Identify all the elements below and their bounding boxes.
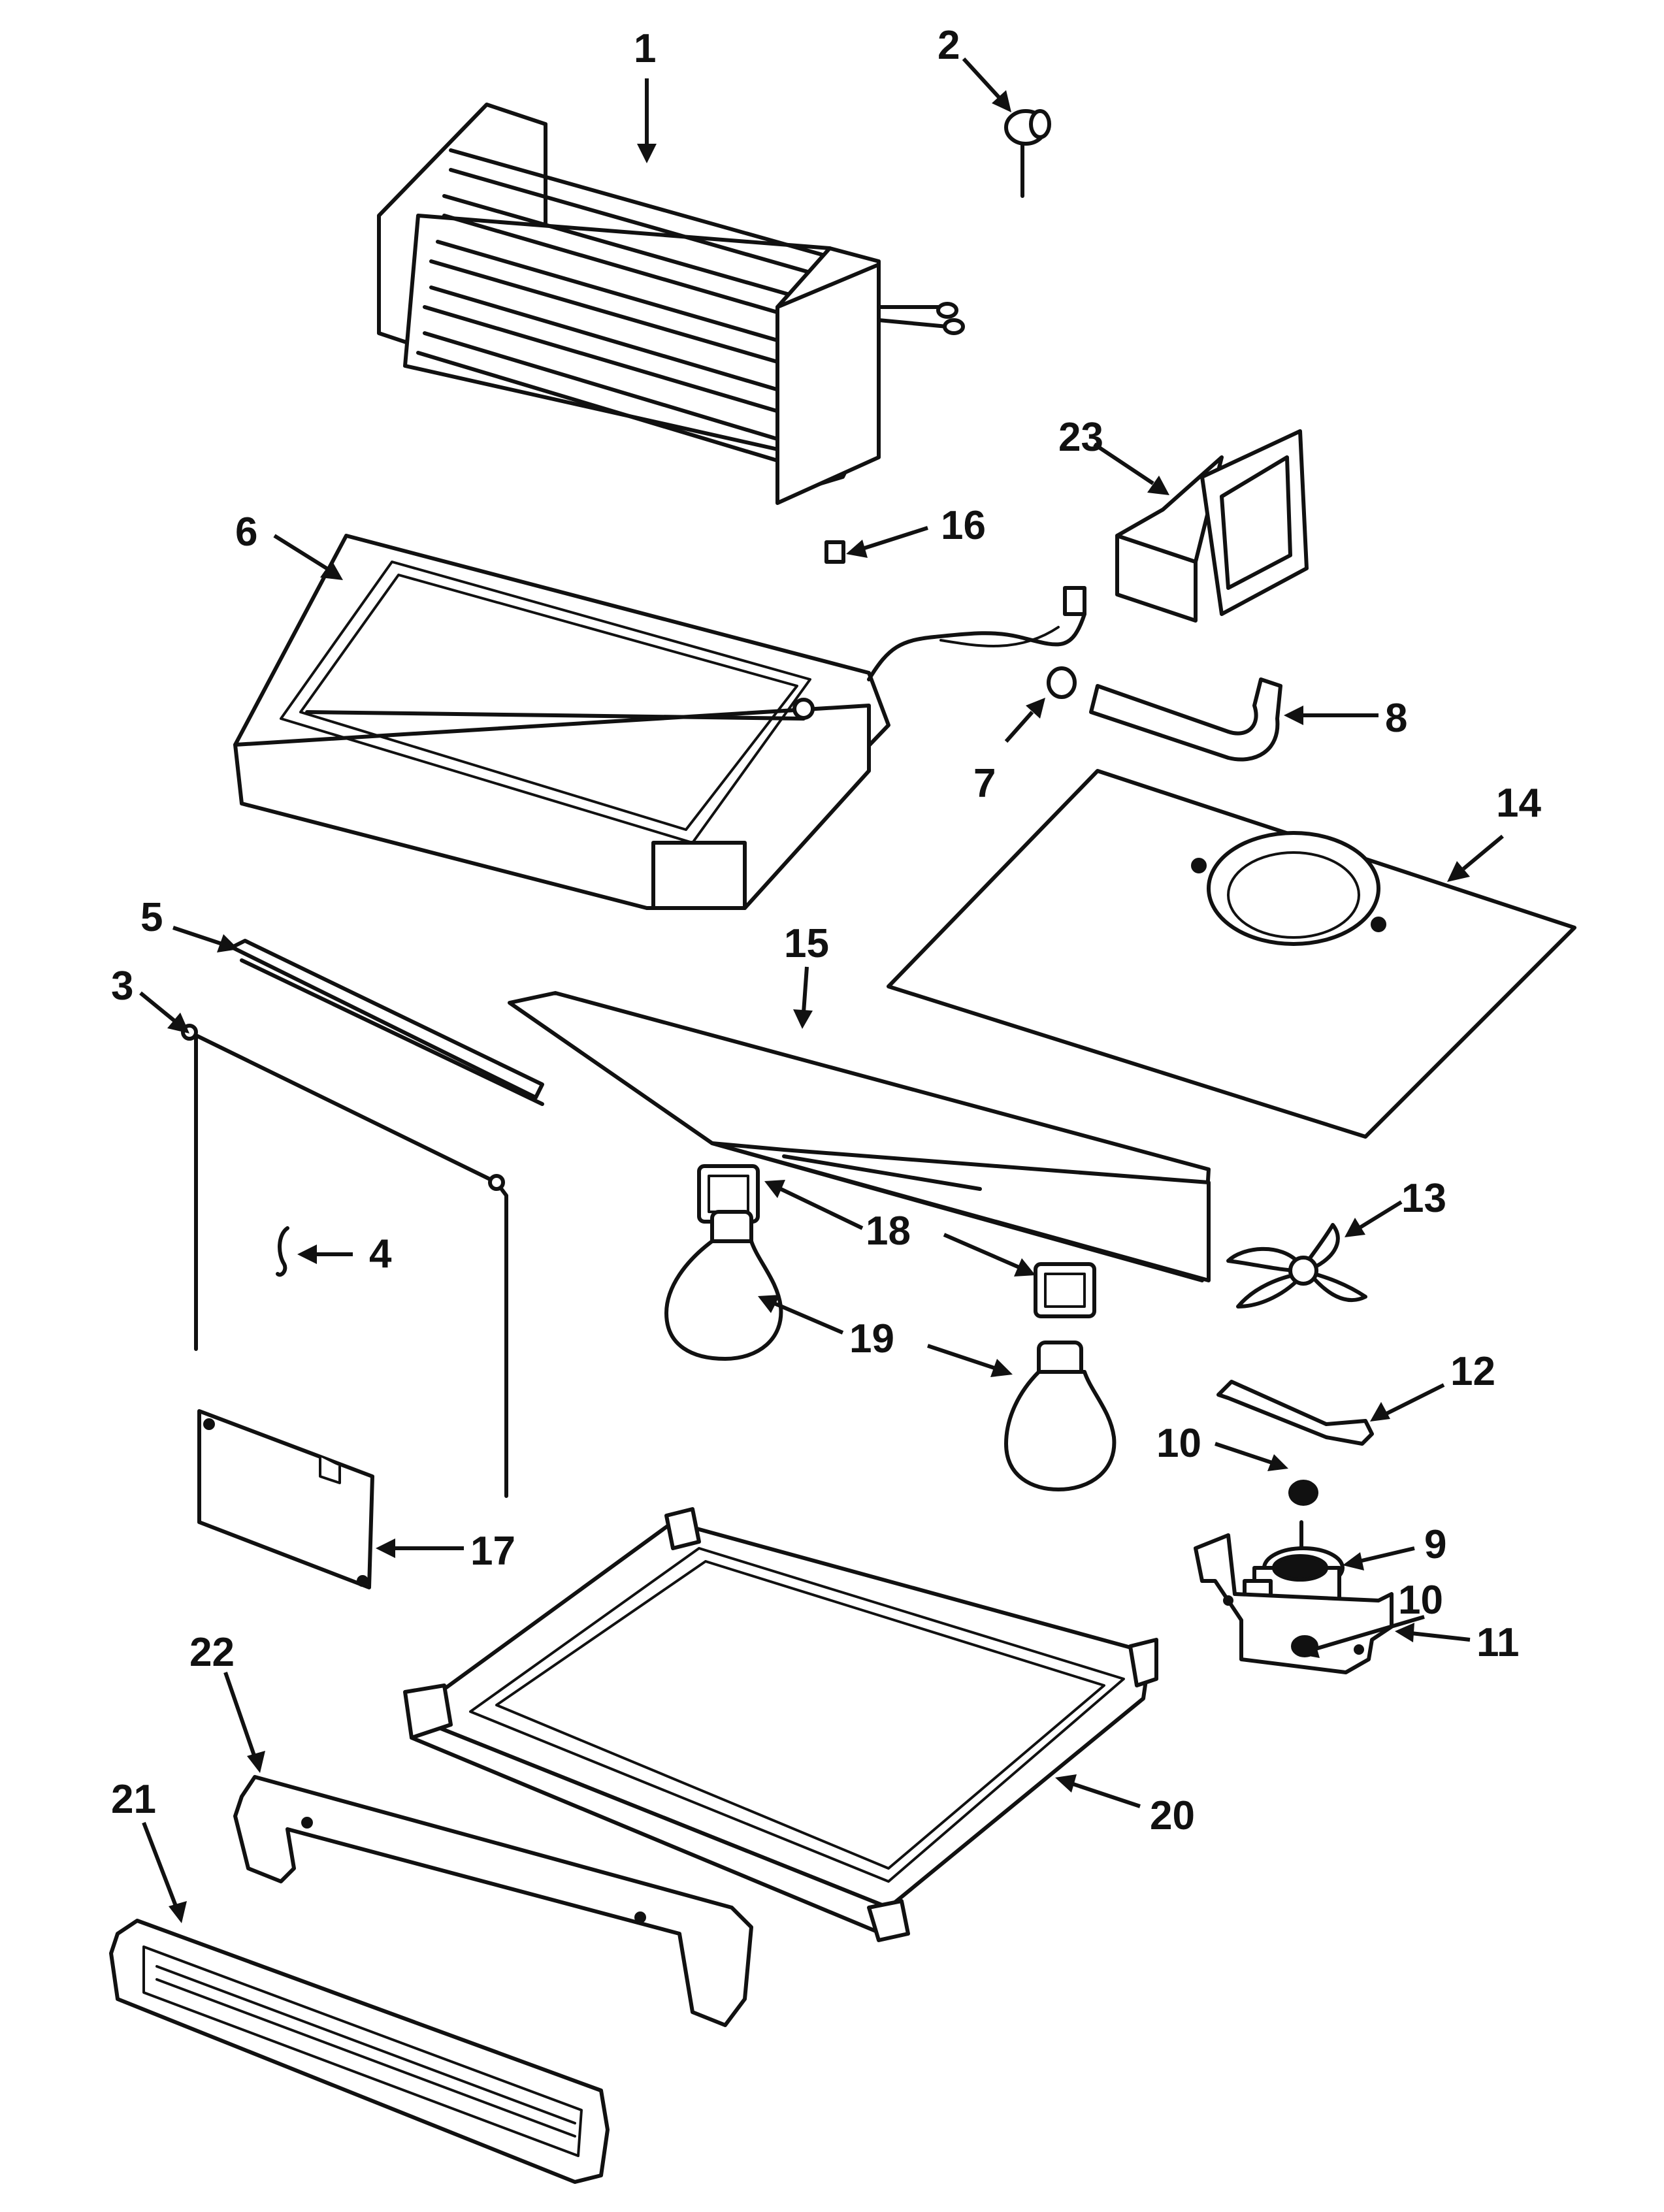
callout-11: 11 — [1476, 1620, 1520, 1665]
part-bulb-right — [1004, 1341, 1117, 1491]
part-shelf-glass — [403, 1507, 1158, 1942]
callout-19: 19 — [849, 1316, 894, 1361]
callout-17: 17 — [470, 1529, 515, 1574]
callout-18: 18 — [866, 1209, 911, 1254]
part-fan-bracket — [1216, 1380, 1374, 1446]
callout-13: 13 — [1401, 1176, 1446, 1221]
callout-7: 7 — [973, 761, 996, 806]
callout-5: 5 — [140, 895, 163, 940]
part-hook — [276, 1226, 289, 1277]
part-clip — [824, 540, 845, 564]
callout-labels: 1 2 3 4 5 6 7 8 9 10 10 11 12 13 14 15 1… — [111, 23, 1541, 1838]
part-bulb-left — [664, 1210, 783, 1361]
callout-6: 6 — [235, 510, 257, 555]
part-grommet-upper — [1288, 1480, 1318, 1506]
part-evaporator-coil — [377, 103, 965, 505]
callout-21: 21 — [111, 1777, 156, 1822]
callout-2: 2 — [938, 23, 960, 68]
part-motor-bracket — [1194, 1533, 1394, 1674]
part-drain-pan — [233, 534, 1086, 910]
part-shelf-frame — [181, 1024, 508, 1498]
callout-14: 14 — [1496, 781, 1541, 826]
callout-9: 9 — [1424, 1522, 1446, 1567]
part-plate — [197, 1409, 374, 1589]
part-lamp-socket-right — [1034, 1262, 1096, 1318]
callout-10-upper: 10 — [1156, 1421, 1201, 1466]
callout-22: 22 — [189, 1630, 235, 1675]
callout-8: 8 — [1385, 696, 1407, 741]
callout-23: 23 — [1058, 415, 1103, 460]
leader-lines — [139, 57, 1504, 1923]
part-air-duct — [1115, 429, 1309, 623]
callout-4: 4 — [369, 1231, 392, 1277]
callout-15: 15 — [784, 921, 829, 966]
part-trim-strip — [230, 939, 544, 1106]
callout-12: 12 — [1450, 1349, 1495, 1394]
callout-20: 20 — [1150, 1793, 1195, 1838]
part-grommet — [1047, 666, 1077, 699]
callout-1: 1 — [634, 26, 656, 71]
part-top-cover — [887, 769, 1576, 1139]
part-front-trim — [233, 1775, 753, 2027]
part-thermostat — [1004, 109, 1051, 198]
callout-3: 3 — [111, 964, 133, 1009]
part-drain-hose — [1089, 677, 1282, 762]
part-fan-blade — [1226, 1223, 1367, 1309]
part-light-shield — [508, 991, 1211, 1282]
callout-10-lower: 10 — [1398, 1578, 1443, 1623]
part-front-grille — [109, 1919, 610, 2184]
callout-16: 16 — [941, 503, 986, 548]
